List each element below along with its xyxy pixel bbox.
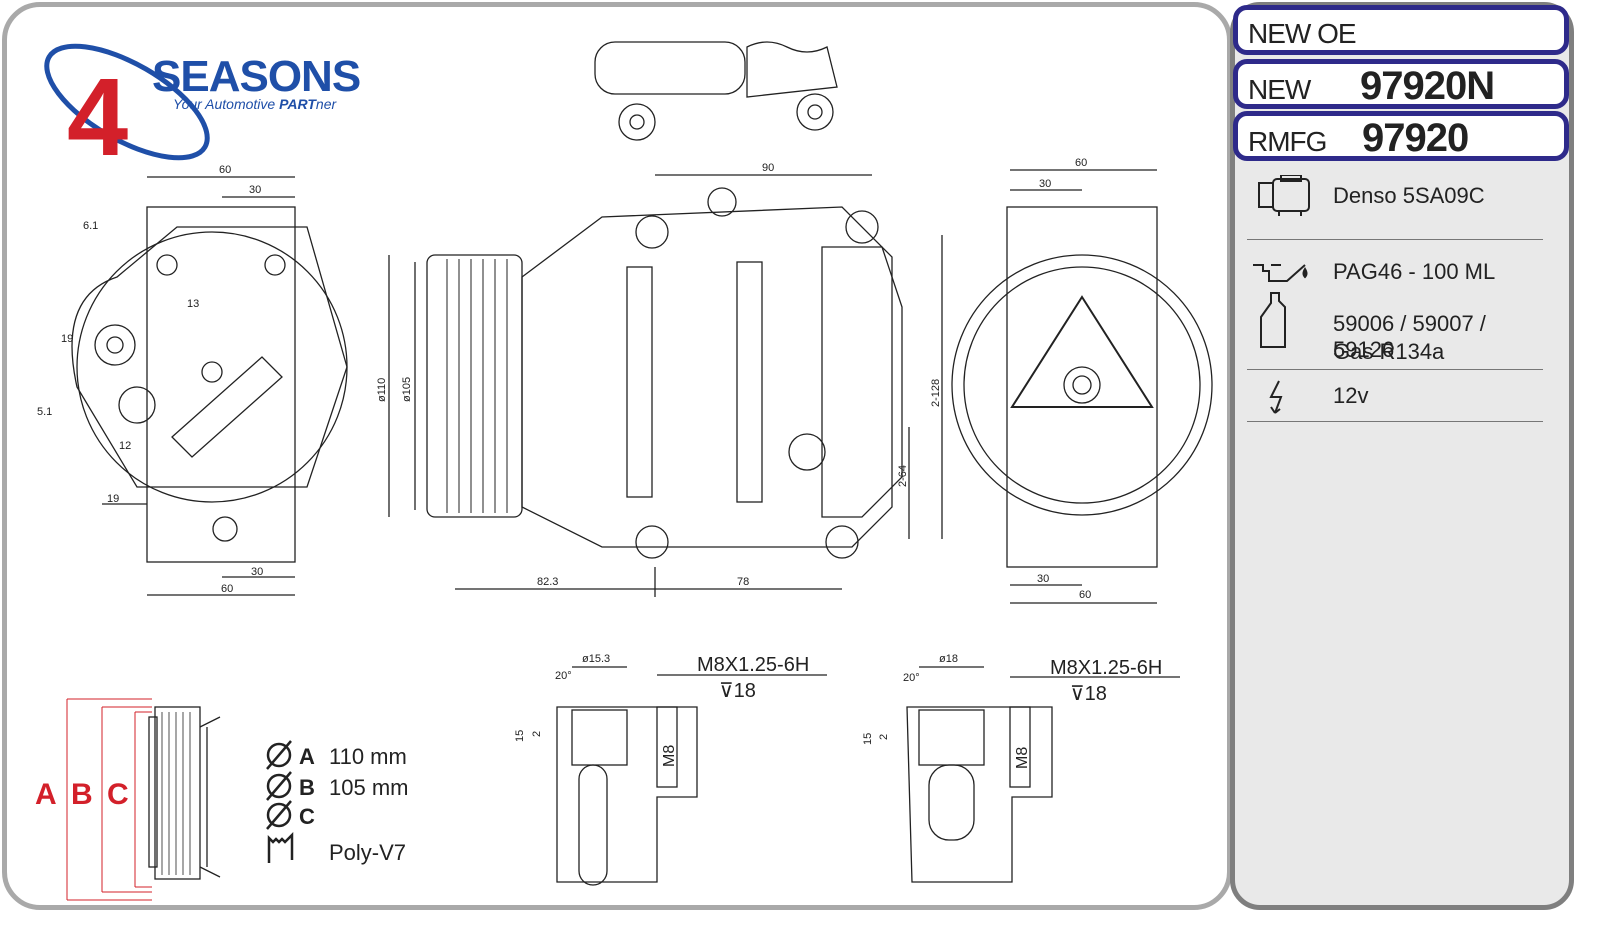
dim-label: 15	[862, 733, 874, 745]
new-number-box: NEW 97920N	[1233, 59, 1569, 109]
rmfg-label: RMFG	[1248, 126, 1327, 157]
thread-label: M8X1.25-6H	[697, 654, 809, 676]
divider	[1247, 421, 1543, 422]
logo-brand: SEASONS	[152, 52, 360, 101]
dim-label: 30	[1039, 178, 1051, 190]
new-oe-label: NEW OE	[1248, 18, 1357, 49]
logo-numeral: 4	[67, 56, 128, 179]
voltage: 12v	[1333, 383, 1369, 408]
diameter-a-value: 110 mm	[329, 744, 407, 769]
port-detail-2: ø18 20° 15 2 M8X1.25-6H ⊽18 M8	[862, 653, 1180, 883]
dim-label: 12	[119, 440, 131, 452]
logo-tagline: Your Automotive PARTner	[173, 96, 337, 112]
legend-letter-c: C	[299, 804, 315, 829]
dim-label: ø105	[401, 377, 413, 402]
oil-references: 59006 / 59007 / 59126	[1333, 311, 1486, 362]
dim-label: 2-128	[930, 379, 942, 407]
depth-label: ⊽18	[719, 680, 756, 702]
gas-type: Gas R134a	[1333, 339, 1445, 364]
divider	[1247, 239, 1543, 240]
dim-label: 19	[107, 493, 119, 505]
oil-can-icon	[1253, 264, 1308, 282]
diameter-icon	[266, 740, 292, 770]
depth-label: ⊽18	[1070, 683, 1107, 705]
dim-label: 2	[878, 734, 890, 740]
dim-label: 20°	[903, 672, 920, 684]
logo: 4 SEASONS Your Automotive PARTner	[44, 43, 361, 179]
diameter-icon	[266, 771, 292, 801]
pulley-diagram: A B C A B C 110 mm 105 mm Poly-V7	[35, 698, 408, 901]
poly-v-belt-icon	[267, 831, 294, 863]
rmfg-part-number: 97920	[1362, 116, 1469, 160]
dim-label: 6.1	[83, 220, 98, 232]
diameter-icon	[266, 800, 292, 830]
thread-label: M8X1.25-6H	[1050, 657, 1162, 679]
dim-label: 60	[219, 164, 231, 176]
info-panel: NEW OE NEW 97920N RMFG 97920 Denso 5SA09…	[1230, 2, 1574, 910]
dim-label: ø18	[939, 653, 958, 665]
new-label: NEW	[1248, 74, 1311, 105]
dim-label: 2	[531, 731, 543, 737]
compressor-icon	[1258, 175, 1310, 216]
dim-label: 30	[1037, 573, 1049, 585]
bolt-label: M8	[661, 745, 678, 767]
oil-spec: PAG46 - 100 ML	[1333, 259, 1496, 284]
oil-bottle-icon	[1260, 292, 1286, 348]
compressor-model: Denso 5SA09C	[1333, 183, 1485, 208]
dim-label: 78	[737, 576, 749, 588]
dim-label: 15	[514, 730, 526, 742]
drawing-panel: 4 SEASONS Your Automotive PARTner 60 30 …	[2, 2, 1232, 910]
dim-label: 5.1	[37, 406, 52, 418]
side-view-left: 60 30 6.1 13 19 5.1 12 19 30 60	[37, 164, 348, 596]
dim-label: 20°	[555, 670, 572, 682]
rmfg-number-box: RMFG 97920	[1233, 111, 1569, 161]
new-part-number: 97920N	[1360, 64, 1495, 108]
dim-label: 60	[1075, 157, 1087, 169]
side-view-center: 90 ø110 ø105 2-128 2-64 82.3 78	[376, 162, 943, 597]
lightning-icon	[1269, 380, 1283, 414]
letter-c: C	[107, 778, 129, 811]
dim-label: 30	[251, 566, 263, 578]
dim-label: ø15.3	[582, 653, 610, 665]
letter-a: A	[35, 778, 57, 811]
legend-letter-b: B	[299, 775, 315, 800]
legend-letter-a: A	[299, 744, 315, 769]
dim-label: 13	[187, 298, 199, 310]
dim-label: 60	[221, 583, 233, 595]
dim-label: 90	[762, 162, 774, 174]
letter-b: B	[71, 778, 93, 811]
dim-label: 2-64	[897, 465, 909, 487]
dim-label: 60	[1079, 589, 1091, 601]
divider	[1247, 369, 1543, 370]
belt-type: Poly-V7	[329, 840, 406, 865]
technical-drawing: 4 SEASONS Your Automotive PARTner 60 30 …	[35, 41, 1213, 901]
port-detail-1: ø15.3 20° 15 2 M8X1.25-6H ⊽18 M8	[514, 653, 827, 886]
front-view-right: 60 30 30 60	[951, 157, 1213, 604]
bolt-label: M8	[1014, 747, 1031, 769]
dim-label: ø110	[376, 378, 388, 402]
dim-label: 19	[61, 333, 73, 345]
diameter-b-value: 105 mm	[329, 775, 408, 800]
dim-label: 30	[249, 184, 261, 196]
dim-label: 82.3	[537, 576, 558, 588]
new-oe-box: NEW OE	[1233, 5, 1569, 55]
connector-drawing	[594, 41, 838, 141]
